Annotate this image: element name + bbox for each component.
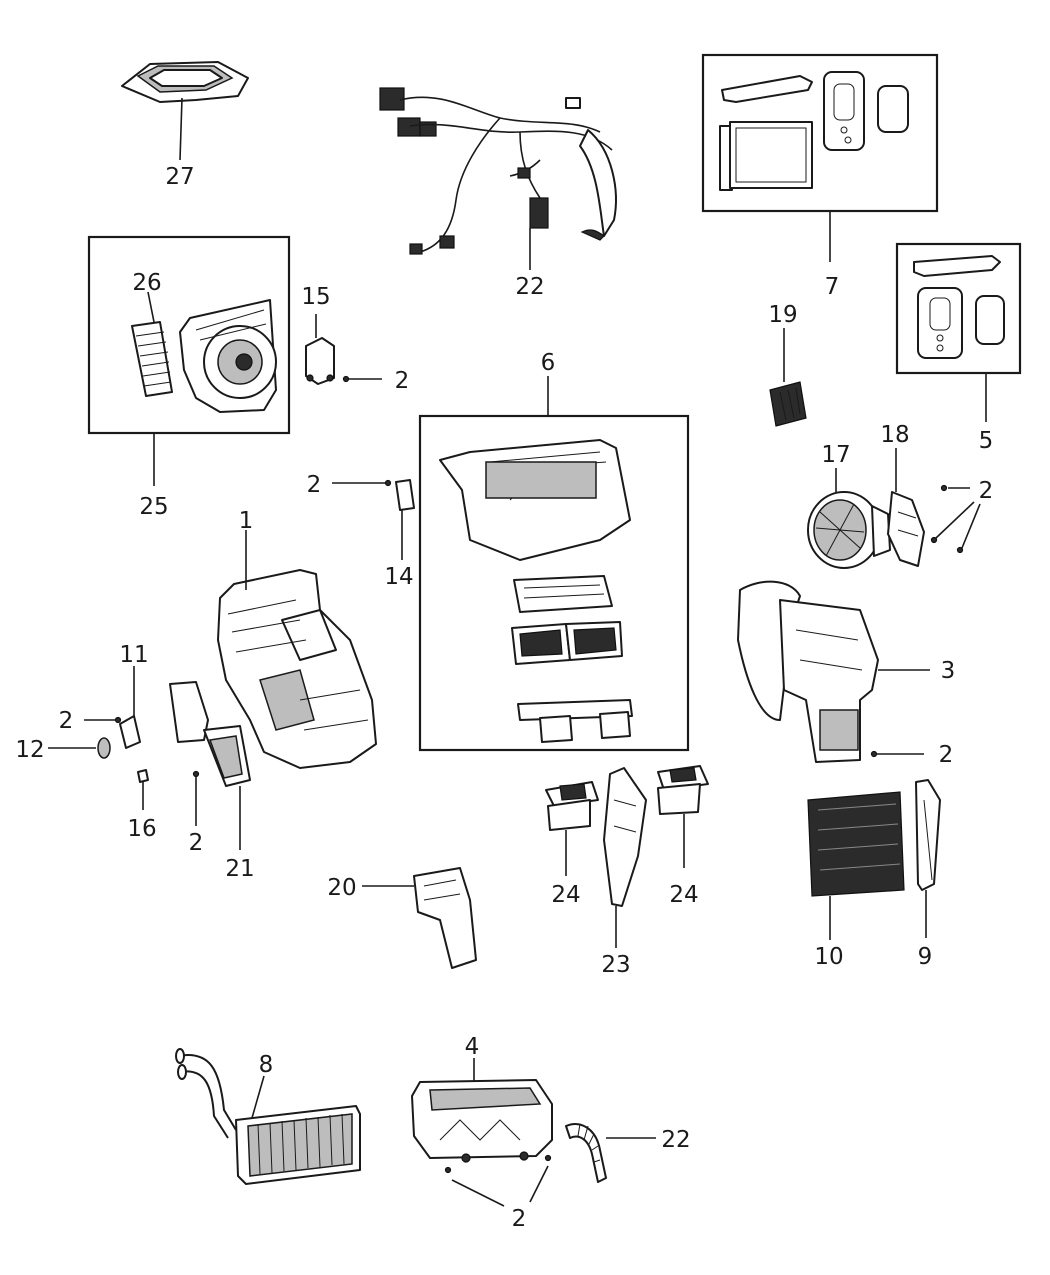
callout-26: 26 [132, 270, 161, 296]
callout-21: 22 [515, 274, 544, 300]
part-14-kit-box [701, 53, 939, 213]
part-3-blower-housing [737, 580, 930, 763]
part-12-kit-box [895, 242, 1022, 375]
part-25-kit-box [87, 235, 291, 435]
callout-3: 3 [941, 658, 956, 684]
callout-2h: 2 [512, 1206, 527, 1232]
callout-1: 1 [239, 508, 254, 534]
part-5-kit-box [418, 414, 690, 752]
part-6-filter-door [915, 779, 941, 938]
part-13-clip [137, 769, 149, 810]
part-5-hvac-case [439, 439, 633, 743]
callout-2e: 2 [59, 708, 74, 734]
callout-2b: 2 [307, 472, 322, 498]
part-18-resistor [769, 328, 807, 427]
callout-11: 15 [301, 284, 330, 310]
callout-8: 11 [119, 642, 148, 668]
callout-25: 25 [139, 494, 168, 520]
callout-9: 12 [15, 737, 44, 763]
callout-14: 7 [825, 274, 840, 300]
callout-2a: 2 [395, 368, 410, 394]
part-15-heater-core [175, 1048, 361, 1185]
leader-2c [930, 484, 981, 554]
part-26-blower-wheel [131, 291, 173, 397]
part-9-gear [48, 737, 111, 759]
callout-19: 20 [327, 875, 356, 901]
part-7-cabin-filter [807, 791, 905, 940]
part-24-right-door [657, 765, 709, 868]
part-17-motor-mount [887, 448, 925, 567]
part-19-duct [362, 867, 477, 969]
part-8-actuator [84, 666, 141, 749]
callout-2c: 2 [979, 478, 994, 504]
part-24-left-door [545, 781, 599, 876]
callout-17: 18 [880, 422, 909, 448]
callout-7: 10 [814, 944, 843, 970]
part-4-lower-housing [411, 1058, 553, 1163]
callout-13: 16 [127, 816, 156, 842]
part-20-duct [169, 681, 251, 850]
part-16-blower-motor [807, 468, 891, 569]
leader-2h [444, 1154, 552, 1207]
callout-27: 27 [165, 164, 194, 190]
part-22-drain-hose [565, 1123, 656, 1183]
callout-18: 19 [768, 302, 797, 328]
callout-6: 9 [918, 944, 933, 970]
part-27-seal [121, 61, 249, 161]
callout-24a: 24 [551, 882, 580, 908]
part-23-duct [603, 767, 647, 948]
part-1-hvac-module [217, 530, 377, 769]
callout-2d: 2 [939, 742, 954, 768]
callout-24b: 24 [669, 882, 698, 908]
callout-5: 6 [541, 350, 556, 376]
callout-15: 8 [259, 1052, 274, 1078]
callout-23: 23 [601, 952, 630, 978]
part-21-wiring-harness [379, 87, 617, 270]
part-12-filter-kit [913, 255, 1005, 422]
callout-4: 4 [465, 1034, 480, 1060]
part-10-actuator [332, 479, 415, 560]
callout-10: 14 [384, 564, 413, 590]
callout-12: 5 [979, 428, 994, 454]
callout-20: 21 [225, 856, 254, 882]
part-11-actuator [305, 314, 335, 385]
callout-16: 17 [821, 442, 850, 468]
callout-2f: 2 [189, 830, 204, 856]
part-14-filter-kit [719, 71, 909, 262]
part-25-blower-housing [179, 299, 277, 413]
callout-22: 22 [661, 1127, 690, 1153]
